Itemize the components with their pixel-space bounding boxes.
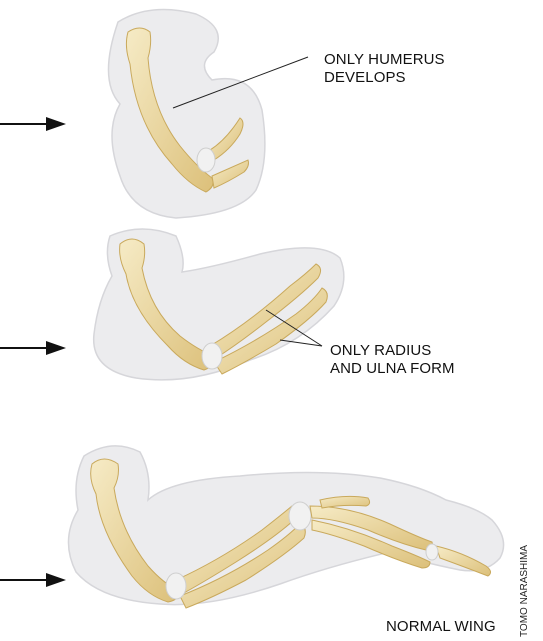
wrist-joint	[289, 502, 311, 530]
knuckle-joint	[426, 544, 438, 560]
normal-wing-label: NORMAL WING	[386, 618, 496, 636]
panel-normal-wing	[0, 446, 504, 608]
elbow-joint	[202, 343, 222, 369]
arrow-1	[0, 117, 66, 131]
humerus-label-line-1: ONLY HUMERUS	[324, 51, 445, 69]
panel-radius-ulna	[0, 229, 344, 380]
elbow-joint	[166, 573, 186, 599]
radius-ulna-label: ONLY RADIUS AND ULNA FORM	[330, 342, 455, 378]
elbow-joint	[197, 148, 215, 172]
humerus-label-line-2: DEVELOPS	[324, 69, 445, 87]
arrow-3	[0, 573, 66, 587]
illustrator-credit: TOMO NARASHIMA	[519, 525, 533, 637]
arrow-2	[0, 341, 66, 355]
radius-ulna-label-line-2: AND ULNA FORM	[330, 360, 455, 378]
radius-ulna-label-line-1: ONLY RADIUS	[330, 342, 455, 360]
panel-humerus	[0, 10, 308, 219]
humerus-label: ONLY HUMERUS DEVELOPS	[324, 51, 445, 87]
